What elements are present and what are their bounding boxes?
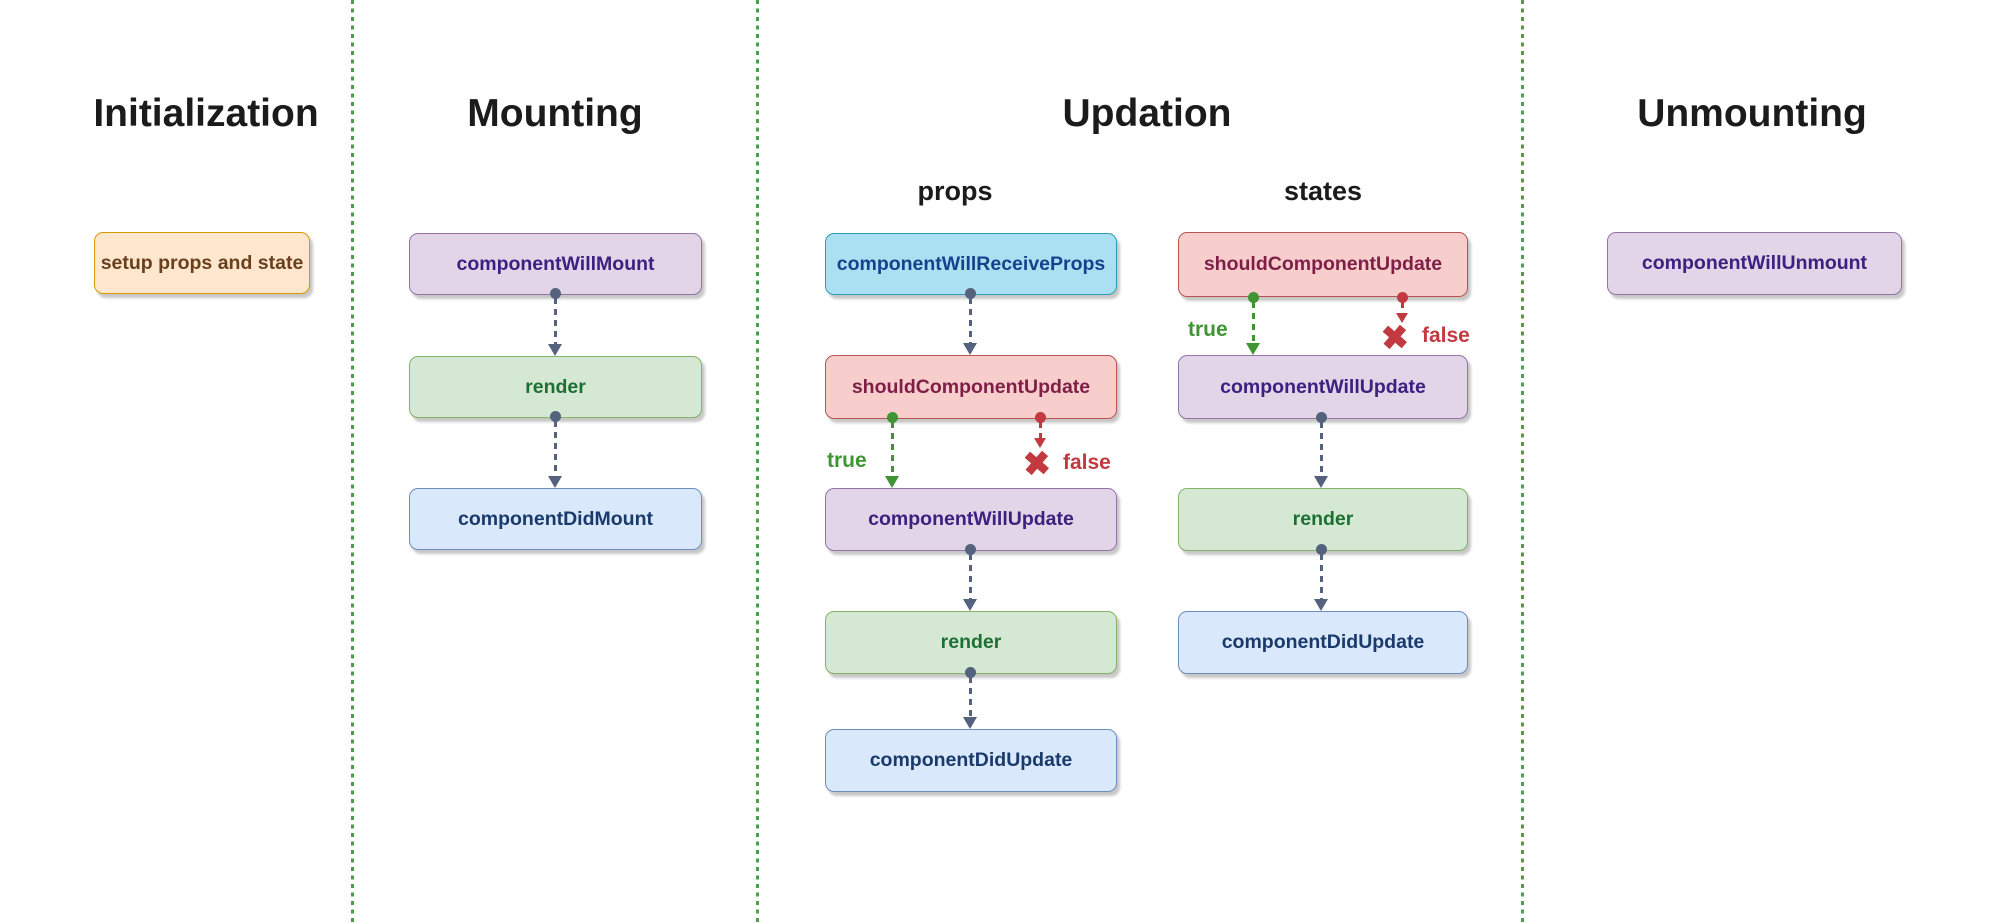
connector-source-dot [964, 667, 976, 678]
connector-source-dot [1315, 544, 1327, 555]
connector-render-to-did-mount [548, 411, 562, 488]
connector-arrowhead-icon [963, 599, 977, 611]
connector-source-dot [886, 412, 898, 423]
title-unmounting: Unmounting [1637, 92, 1867, 135]
title-initialization: Initialization [93, 92, 319, 135]
connector-arrowhead-icon [1396, 313, 1408, 323]
connector-will-mount-to-render [548, 288, 562, 356]
connector-render-to-did-update-props [963, 667, 977, 729]
connector-render-to-did-update-states [1314, 544, 1328, 611]
box-component-will-update-props[interactable]: componentWillUpdate [825, 488, 1117, 551]
connector-source-dot [1034, 412, 1046, 423]
box-component-will-unmount[interactable]: componentWillUnmount [1607, 232, 1902, 295]
box-setup-props-and-state[interactable]: setup props and state [94, 232, 310, 294]
connector-source-dot [1247, 292, 1259, 303]
connector-true-branch-props [885, 412, 899, 488]
connector-false-branch-states [1396, 292, 1408, 323]
connector-arrowhead-icon [963, 717, 977, 729]
connector-source-dot [549, 411, 561, 422]
connector-source-dot [549, 288, 561, 299]
connector-source-dot [1396, 292, 1408, 303]
connector-source-dot [964, 288, 976, 299]
connector-dashed-line [1319, 422, 1323, 478]
connector-source-dot [1315, 412, 1327, 423]
connector-arrowhead-icon [1314, 476, 1328, 488]
box-component-did-mount[interactable]: componentDidMount [409, 488, 702, 550]
box-component-will-mount[interactable]: componentWillMount [409, 233, 702, 295]
connector-arrowhead-icon [963, 343, 977, 355]
connector-arrowhead-icon [1314, 599, 1328, 611]
connector-dashed-line [553, 421, 557, 478]
phase-separator-1 [351, 0, 354, 924]
title-mounting: Mounting [467, 92, 643, 135]
phase-separator-2 [756, 0, 759, 924]
connector-will-update-to-render-props [963, 544, 977, 611]
connector-true-branch-states [1246, 292, 1260, 355]
connector-arrowhead-icon [1034, 438, 1046, 448]
connector-dashed-line [968, 298, 972, 345]
label-false-states: false [1422, 324, 1470, 347]
label-true-states: true [1188, 318, 1228, 341]
connector-receive-props-to-should-update [963, 288, 977, 355]
box-render-mounting[interactable]: render [409, 356, 702, 418]
subtitle-props: props [917, 176, 993, 206]
connector-will-update-to-render-states [1314, 412, 1328, 488]
connector-arrowhead-icon [1246, 343, 1260, 355]
box-render-props[interactable]: render [825, 611, 1117, 674]
connector-arrowhead-icon [548, 476, 562, 488]
connector-dashed-line [890, 422, 894, 478]
box-component-did-update-states[interactable]: componentDidUpdate [1178, 611, 1468, 674]
box-should-component-update-states[interactable]: shouldComponentUpdate [1178, 232, 1468, 297]
false-x-icon: ✖ [1021, 444, 1052, 483]
label-false-props: false [1063, 451, 1111, 474]
false-x-icon: ✖ [1379, 318, 1410, 357]
box-component-did-update-props[interactable]: componentDidUpdate [825, 729, 1117, 792]
connector-dashed-line [1251, 302, 1255, 345]
connector-false-branch-props [1034, 412, 1046, 448]
connector-dashed-line [968, 554, 972, 601]
box-component-will-update-states[interactable]: componentWillUpdate [1178, 355, 1468, 419]
subtitle-states: states [1283, 176, 1363, 206]
phase-separator-3 [1521, 0, 1524, 924]
label-true-props: true [827, 449, 867, 472]
connector-dashed-line [1319, 554, 1323, 601]
connector-dashed-line [1038, 422, 1042, 438]
connector-dashed-line [968, 677, 972, 719]
connector-arrowhead-icon [885, 476, 899, 488]
connector-arrowhead-icon [548, 344, 562, 356]
box-should-component-update-props[interactable]: shouldComponentUpdate [825, 355, 1117, 419]
connector-source-dot [964, 544, 976, 555]
box-component-will-receive-props[interactable]: componentWillReceiveProps [825, 233, 1117, 295]
title-updation: Updation [1062, 92, 1232, 135]
connector-dashed-line [1400, 302, 1404, 313]
connector-dashed-line [553, 298, 557, 346]
box-render-states[interactable]: render [1178, 488, 1468, 551]
